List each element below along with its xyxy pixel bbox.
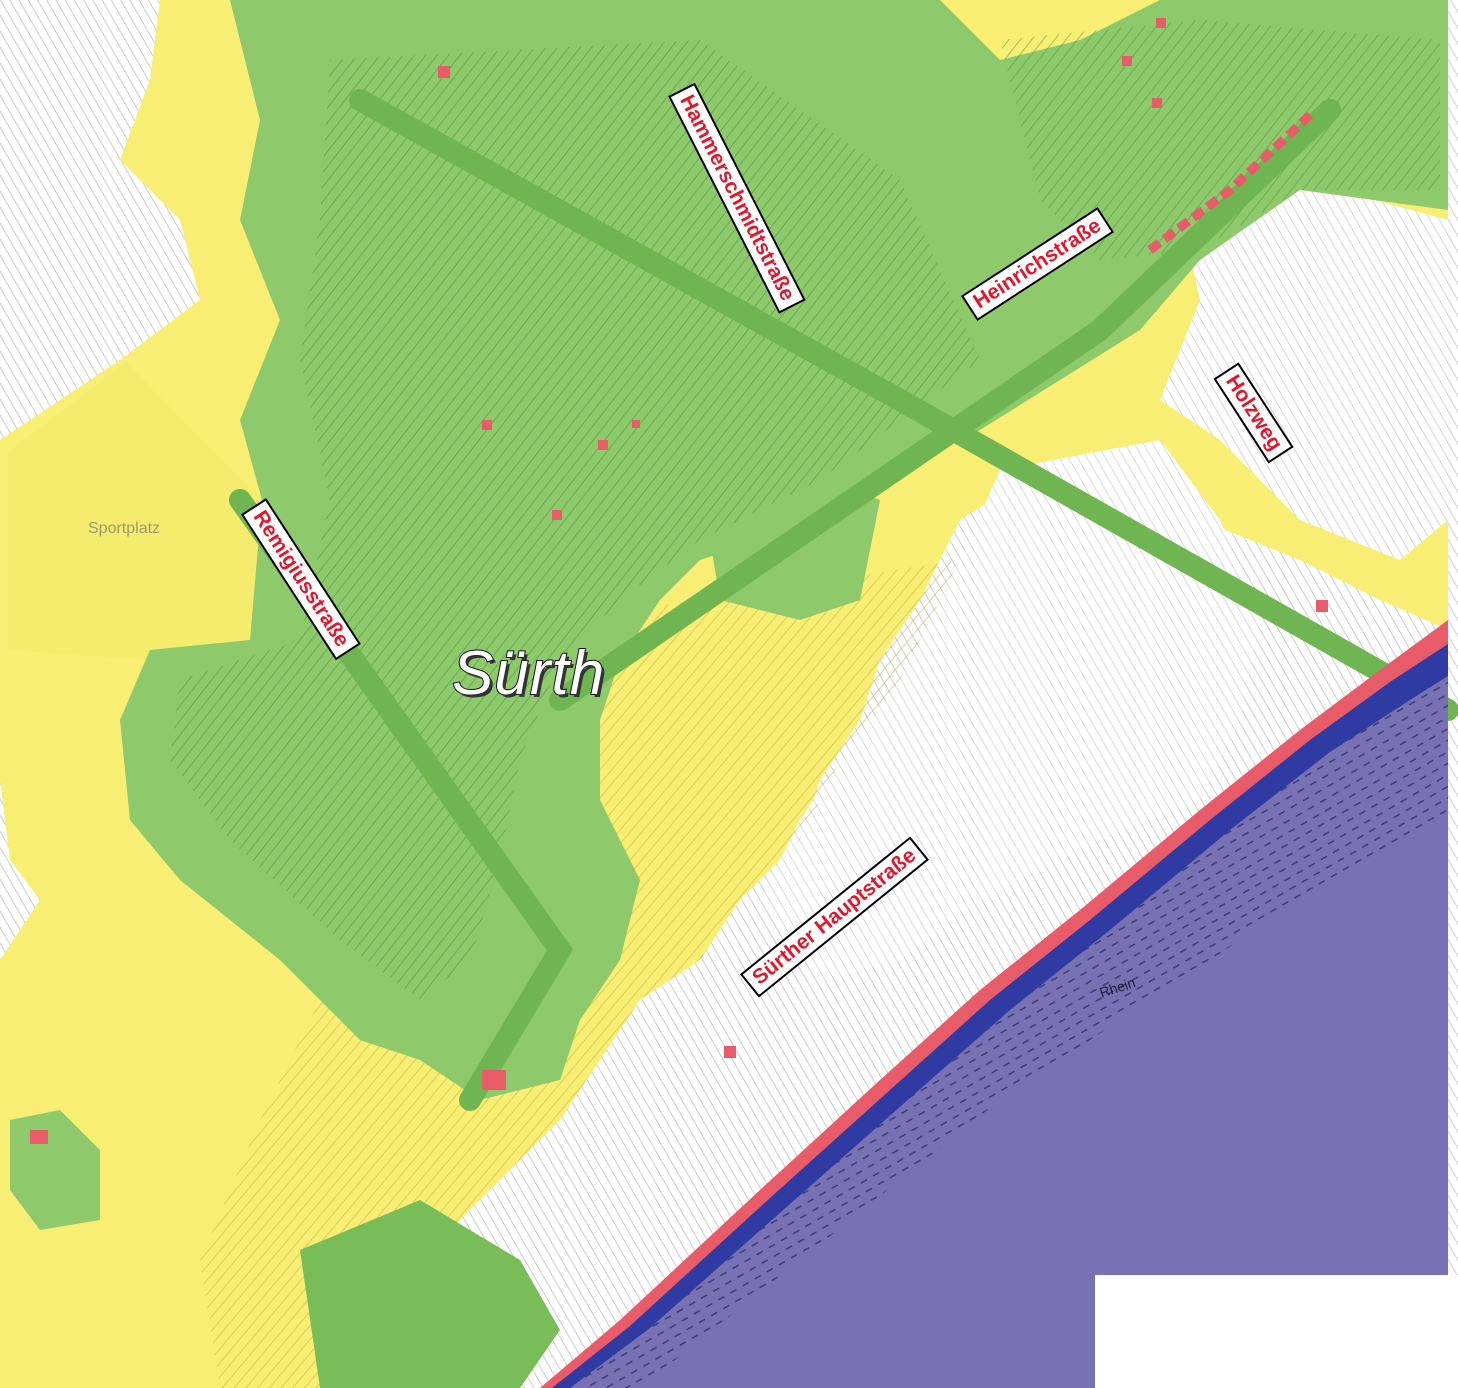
green-zone-hatch-ne [1000, 20, 1440, 260]
green-zone-south [300, 1200, 560, 1388]
red-spots [30, 18, 1328, 1144]
district-label: Sürth [451, 638, 606, 709]
unmapped-corner [1095, 1275, 1458, 1388]
sportplatz-area [8, 362, 262, 660]
red-strip-ne [1147, 111, 1314, 254]
open-area-center-hatch [760, 440, 1260, 980]
open-area-hatch [1160, 180, 1448, 560]
river-texture [570, 680, 1448, 1388]
sportplatz-label: Sportplatz [88, 520, 161, 537]
